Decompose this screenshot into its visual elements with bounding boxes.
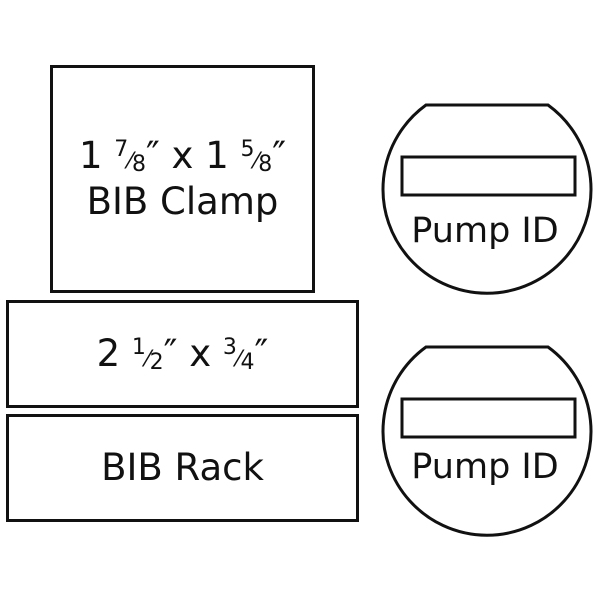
- pump-id-tag-top: Pump ID: [381, 103, 593, 295]
- clamp-name-text: BIB Clamp: [86, 180, 279, 223]
- tag-write-in-field: [400, 155, 577, 197]
- clamp-num-a: 7: [114, 136, 129, 162]
- size-num-a: 1: [131, 334, 146, 360]
- clamp-unit-a: ″ x 1: [145, 133, 229, 177]
- size-unit-b: ″: [254, 331, 269, 375]
- size-unit-a: ″ x: [163, 331, 212, 375]
- clamp-whole-a: 1: [78, 133, 103, 177]
- rack-text: BIB Rack: [101, 445, 264, 489]
- clamp-num-b: 5: [240, 136, 255, 162]
- size-slash-a: ⁄: [145, 346, 150, 372]
- pump-id-tag-bottom: Pump ID: [381, 345, 593, 537]
- tag-label: Pump ID: [411, 211, 558, 251]
- tag-write-in-field: [400, 397, 577, 439]
- bib-clamp-label-box: 1 7⁄8″ x 1 5⁄8″ BIB Clamp: [50, 65, 315, 293]
- tag-outline: [381, 103, 593, 295]
- clamp-slash-b: ⁄: [254, 148, 259, 174]
- clamp-den-a: 8: [131, 152, 146, 178]
- clamp-den-b: 8: [258, 152, 273, 178]
- size-whole-a: 2: [96, 331, 121, 375]
- clamp-slash-a: ⁄: [128, 148, 132, 174]
- tag-label: Pump ID: [411, 447, 558, 487]
- size-den-b: 4: [240, 350, 255, 376]
- clamp-unit-b: ″: [272, 133, 287, 177]
- size-num-b: 3: [222, 334, 237, 360]
- size-den-a: 2: [149, 350, 164, 376]
- clamp-size-text: 1 7⁄8″ x 1 5⁄8″: [79, 133, 286, 179]
- bib-rack-label-box: BIB Rack: [6, 414, 359, 522]
- size-slash-b: ⁄: [236, 346, 241, 372]
- size-text: 2 1⁄2″ x 3⁄4″: [97, 331, 269, 377]
- size-label-box: 2 1⁄2″ x 3⁄4″: [6, 300, 359, 408]
- tag-outline: [381, 345, 593, 537]
